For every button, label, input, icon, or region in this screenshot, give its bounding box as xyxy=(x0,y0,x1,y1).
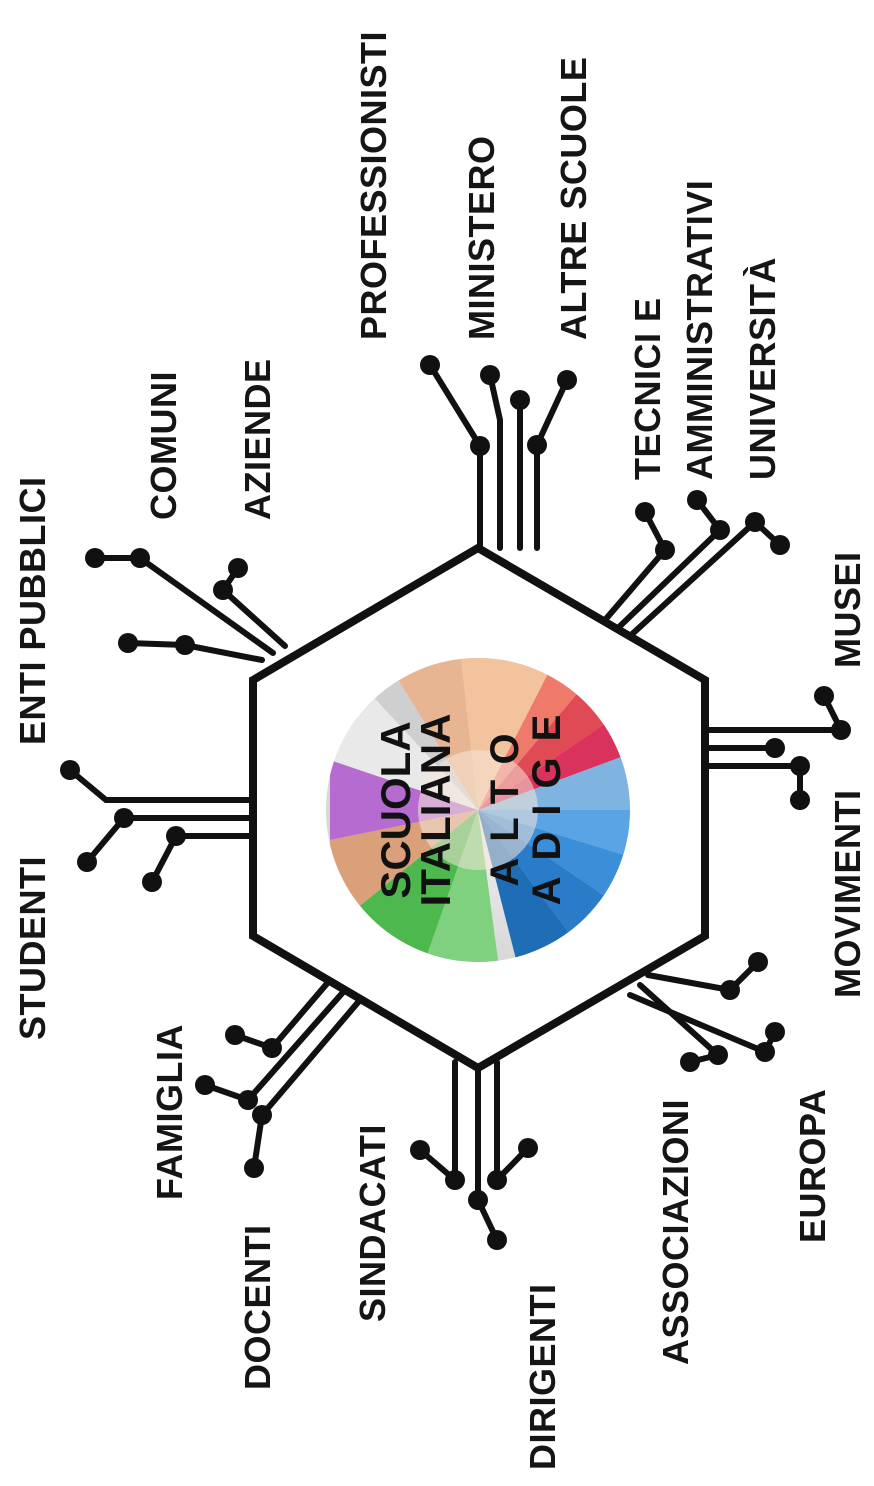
label-sindacati: SINDACATI xyxy=(352,1124,393,1322)
label-comuni: COMUNI xyxy=(143,371,184,520)
label-docenti: DOCENTI xyxy=(237,1225,278,1391)
label-musei: MUSEI xyxy=(827,551,868,668)
label-aziende: AZIENDE xyxy=(237,358,278,520)
center-logo: SCUOLA ITALIANA ALTO ADIGE xyxy=(326,658,630,962)
label-professionisti: PROFESSIONISTI xyxy=(353,31,394,340)
stakeholder-labels: STUDENTI ENTI PUBBLICI COMUNI AZIENDE PR… xyxy=(12,31,868,1470)
label-universita: UNIVERSITÀ xyxy=(742,257,783,480)
center-line-scuola: SCUOLA xyxy=(372,721,419,898)
label-dirigenti: DIRIGENTI xyxy=(522,1283,563,1470)
label-altre-scuole: ALTRE SCUOLE xyxy=(553,57,594,340)
label-enti-pubblici: ENTI PUBBLICI xyxy=(12,476,53,745)
wire-terminals xyxy=(60,355,851,1250)
label-ministero: MINISTERO xyxy=(461,135,502,340)
label-tecnici: TECNICI E xyxy=(627,297,668,480)
label-associazioni: ASSOCIAZIONI xyxy=(655,1099,696,1365)
center-line-adige: ADIGE xyxy=(525,699,569,906)
label-amministrativi: AMMINISTRATIVI xyxy=(679,180,720,480)
label-famiglia: FAMIGLIA xyxy=(149,1024,190,1200)
center-line-alto: ALTO xyxy=(483,717,527,886)
label-studenti: STUDENTI xyxy=(12,856,53,1040)
label-europa: EUROPA xyxy=(792,1089,833,1243)
center-line-italiana: ITALIANA xyxy=(412,714,459,907)
label-movimenti: MOVIMENTI xyxy=(827,790,868,999)
